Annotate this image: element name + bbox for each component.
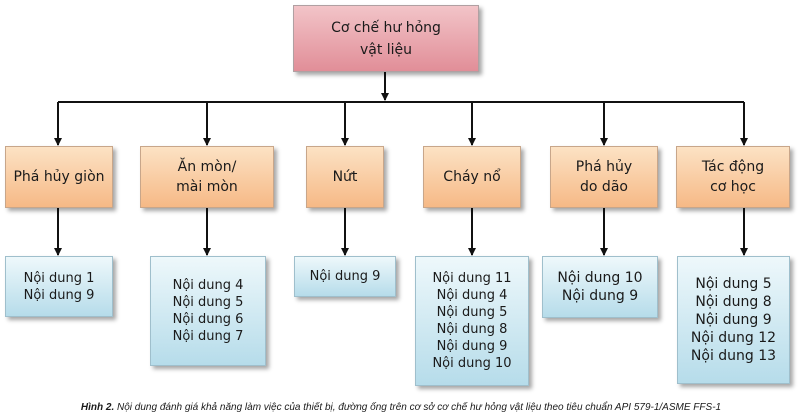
list-item: Nội dung 9 [436, 339, 508, 354]
list-item: Nội dung 12 [690, 330, 777, 346]
category-label-line-2: do dão [580, 179, 628, 195]
category-label-line-2: mài mòn [176, 179, 238, 195]
list-item: Nội dung 13 [690, 348, 777, 364]
list-item: Nội dung 9 [695, 312, 772, 328]
category-label-line-1: Tác động [701, 159, 765, 175]
leaf-list-chay-no: Nội dung 11 Nội dung 4 Nội dung 5 Nội du… [415, 256, 529, 386]
list-item: Nội dung 9 [23, 287, 95, 303]
list-item: Nội dung 10 [557, 270, 643, 286]
list-item: Nội dung 5 [172, 295, 244, 310]
list-item: Nội dung 4 [436, 288, 508, 303]
root-line-2: vật liệu [359, 41, 413, 58]
leaf-list-tac-dong-co-hoc: Nội dung 5 Nội dung 8 Nội dung 9 Nội dun… [677, 256, 790, 384]
list-item: Nội dung 9 [309, 269, 381, 284]
caption-prefix: Hình 2. [80, 402, 115, 413]
list-item: Nội dung 10 [432, 356, 512, 371]
category-label: Phá hủy giòn [13, 169, 105, 185]
category-tac-dong-co-hoc: Tác động cơ học [676, 146, 790, 208]
leaf-list-an-mon: Nội dung 4 Nội dung 5 Nội dung 6 Nội dun… [150, 256, 266, 366]
figure-caption: Hình 2. Nội dung đánh giá khả năng làm v… [0, 402, 802, 413]
list-item: Nội dung 6 [172, 312, 244, 327]
category-label-line-2: cơ học [710, 179, 756, 195]
category-an-mon: Ăn mòn/ mài mòn [140, 146, 274, 208]
list-item: Nội dung 8 [436, 322, 508, 337]
leaf-list-pha-huy-gion: Nội dung 1 Nội dung 9 [5, 256, 113, 317]
category-chay-no: Cháy nổ [423, 146, 521, 208]
category-label-line-1: Phá hủy [575, 159, 633, 175]
category-label-line-1: Ăn mòn/ [177, 159, 237, 175]
leaf-list-pha-huy-do-dao: Nội dung 10 Nội dung 9 [542, 256, 658, 318]
category-label: Nứt [332, 169, 358, 185]
list-item: Nội dung 4 [172, 278, 244, 293]
category-label: Cháy nổ [443, 169, 501, 185]
root-line-1: Cơ chế hư hỏng [331, 19, 441, 36]
list-item: Nội dung 1 [23, 270, 95, 286]
leaf-list-nut: Nội dung 9 [294, 256, 396, 297]
category-pha-huy-gion: Phá hủy giòn [5, 146, 113, 208]
list-item: Nội dung 8 [695, 294, 772, 310]
category-pha-huy-do-dao: Phá hủy do dão [550, 146, 658, 208]
list-item: Nội dung 5 [695, 276, 772, 292]
list-item: Nội dung 5 [436, 305, 508, 320]
list-item: Nội dung 11 [432, 271, 512, 286]
caption-text: Nội dung đánh giá khả năng làm việc của … [114, 402, 722, 413]
root-node: Cơ chế hư hỏng vật liệu [293, 5, 479, 72]
list-item: Nội dung 9 [561, 288, 639, 304]
list-item: Nội dung 7 [172, 329, 244, 344]
category-nut: Nứt [306, 146, 384, 208]
